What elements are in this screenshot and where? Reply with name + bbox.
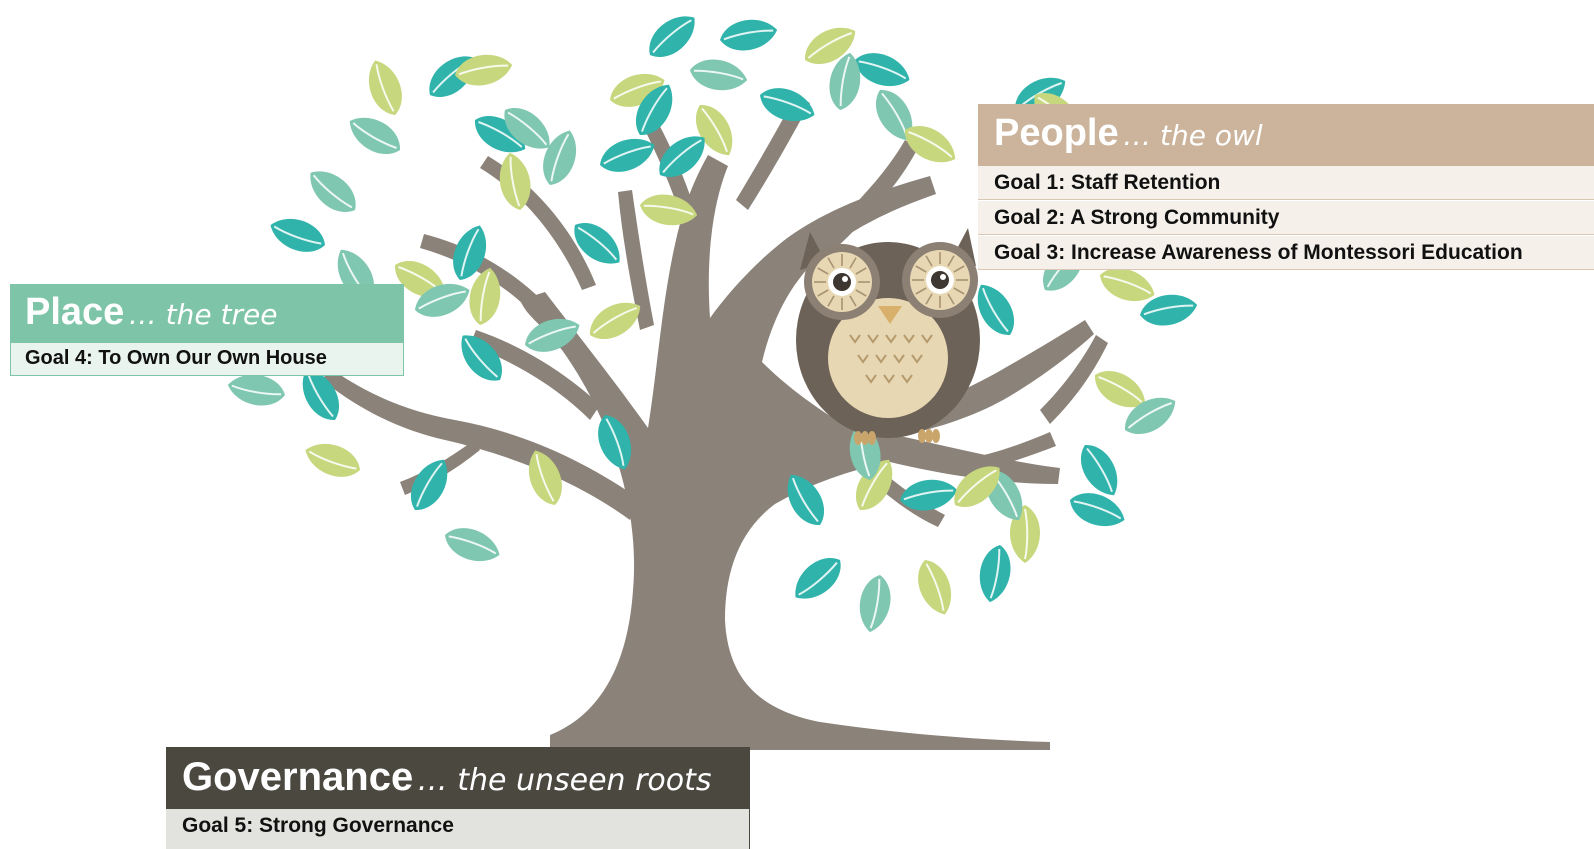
tree-trunk-and-branches: [322, 95, 1108, 750]
people-header: People … the owl: [978, 104, 1594, 166]
place-panel: Place … the tree Goal 4: To Own Our Own …: [10, 284, 404, 376]
leaf-46: [1100, 268, 1155, 302]
owl-belly: [828, 298, 948, 418]
leaf-61: [954, 466, 1000, 507]
leaf-21: [574, 223, 620, 264]
leaf-57: [918, 560, 952, 615]
leaf-33: [305, 443, 360, 477]
leaf-4: [504, 108, 550, 149]
leaf-32: [302, 369, 340, 421]
leaf-12: [760, 88, 815, 122]
leaf-24: [310, 171, 356, 212]
leaf-48: [977, 284, 1015, 336]
owl-toe-0-2: [868, 431, 876, 445]
owl-toe-1-2: [932, 429, 940, 443]
leaf-53: [1070, 493, 1125, 527]
governance-title: Governance: [182, 755, 414, 799]
people-title: People: [994, 112, 1119, 154]
leaf-50: [1124, 397, 1176, 435]
leaf-40: [598, 415, 632, 470]
leaf-41: [528, 450, 562, 505]
leaf-34: [410, 459, 448, 511]
place-subtitle: … the tree: [128, 298, 278, 331]
owl-icon: [796, 228, 980, 445]
goal-4-item: Goal 4: To Own Our Own House: [11, 343, 403, 375]
leaf-54: [787, 474, 825, 526]
governance-panel: Governance … the unseen roots Goal 5: St…: [166, 747, 750, 849]
leaf-58: [859, 575, 891, 633]
owl-beak: [878, 306, 902, 324]
leaf-1: [368, 60, 402, 115]
leaf-37: [525, 318, 580, 352]
leaf-59: [795, 558, 841, 599]
goal-2-item: Goal 2: A Strong Community: [978, 201, 1594, 235]
branch-12: [960, 432, 1056, 474]
place-header: Place … the tree: [11, 285, 403, 343]
leaf-55: [855, 459, 893, 511]
leaf-38: [461, 335, 502, 381]
people-panel: People … the owl Goal 1: Staff Retention…: [978, 104, 1594, 271]
branch-9: [1040, 335, 1108, 424]
branch-4: [480, 156, 596, 290]
leaf-51: [1080, 444, 1118, 496]
branch-7: [736, 95, 810, 210]
leaf-23: [659, 136, 705, 177]
governance-subtitle: … the unseen roots: [417, 763, 712, 798]
leaf-56: [900, 479, 958, 511]
leaf-39: [589, 302, 641, 340]
leaf-62: [979, 545, 1011, 603]
leaf-47: [1140, 294, 1198, 326]
goal-1-item: Goal 1: Staff Retention: [978, 166, 1594, 200]
leaf-25: [270, 218, 325, 252]
branch-2: [470, 330, 600, 420]
leaf-11: [635, 84, 673, 136]
leaf-17: [904, 125, 956, 163]
branch-8: [820, 140, 918, 252]
leaf-7: [649, 16, 695, 57]
leaf-9: [720, 19, 778, 51]
leaf-13: [804, 27, 856, 65]
governance-header: Governance … the unseen roots: [166, 747, 750, 809]
leaf-22: [640, 194, 698, 226]
leaf-2: [474, 115, 526, 153]
leaf-36: [469, 267, 501, 325]
owl-toe-1-0: [918, 429, 926, 443]
leaf-49: [1094, 370, 1146, 408]
leaf-19: [600, 138, 655, 172]
leaf-18: [543, 130, 577, 185]
leaf-14: [855, 53, 910, 87]
leaf-31: [227, 374, 285, 406]
branch-5: [618, 190, 654, 330]
leaf-27: [453, 225, 487, 280]
leaf-5: [349, 117, 401, 155]
owl-toe-1-1: [925, 429, 933, 443]
owl-pupil-0: [833, 273, 851, 291]
place-title: Place: [25, 291, 125, 333]
owl-toe-0-1: [861, 431, 869, 445]
goal-5-item: Goal 5: Strong Governance: [166, 809, 750, 849]
leaf-28: [415, 283, 470, 317]
leaf-3: [455, 54, 513, 86]
leaf-10: [695, 104, 733, 156]
branch-0: [520, 155, 1094, 750]
leaf-8: [690, 59, 748, 91]
goal-3-item: Goal 3: Increase Awareness of Montessori…: [978, 236, 1594, 270]
leaf-35: [445, 528, 500, 562]
people-subtitle: … the owl: [1123, 119, 1263, 152]
owl-pupil-1: [931, 271, 949, 289]
owl-toe-0-0: [854, 431, 862, 445]
leaf-16: [829, 52, 861, 110]
branch-1: [322, 368, 638, 520]
leaf-20: [499, 152, 531, 210]
